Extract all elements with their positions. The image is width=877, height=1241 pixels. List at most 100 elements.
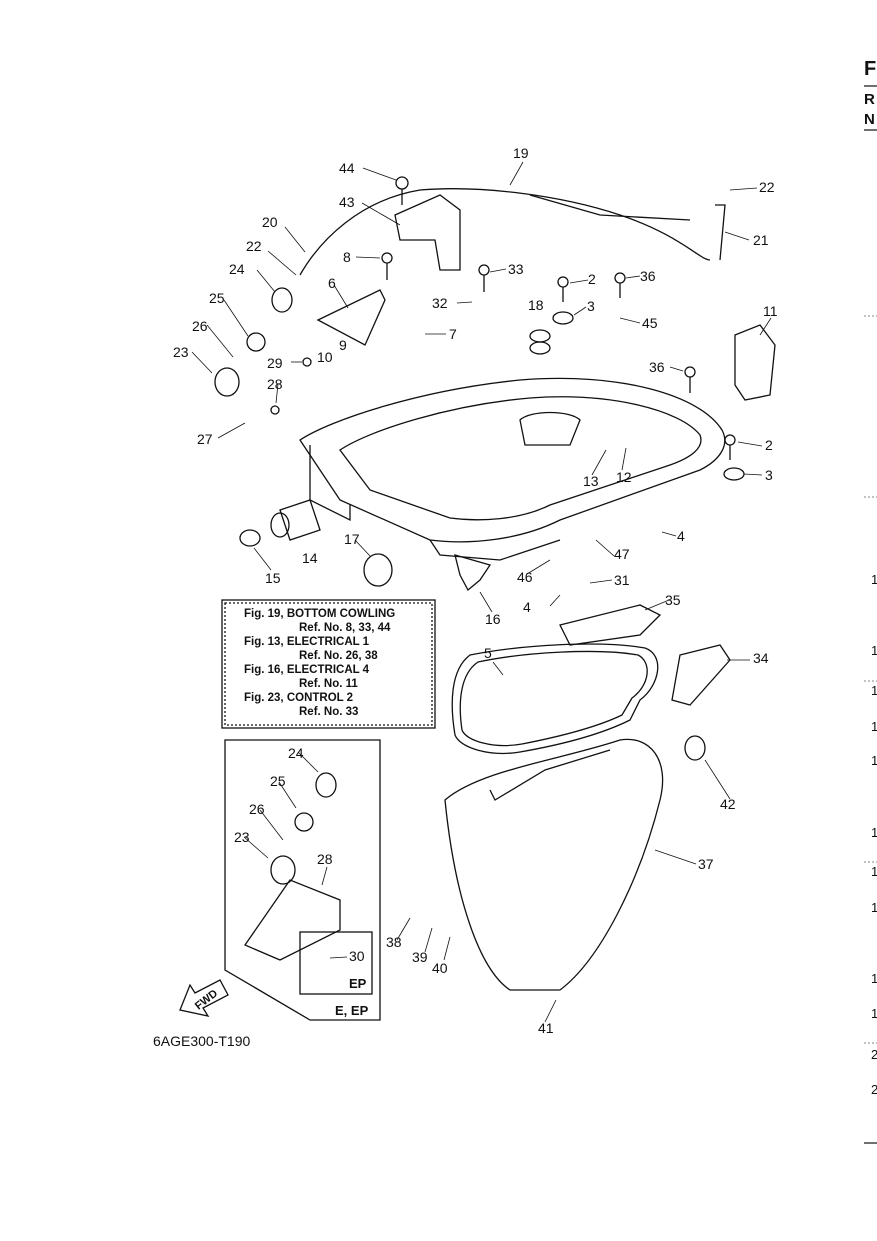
callout: 39	[412, 949, 428, 965]
ref-fig-13-nums: Ref. No. 26, 38	[299, 650, 378, 662]
callout: 10	[317, 349, 333, 365]
bracket-6	[316, 289, 386, 346]
edge-char: 2	[871, 1082, 877, 1097]
callout: 37	[698, 856, 714, 872]
callout: 28	[317, 851, 333, 867]
edge-char: 1	[871, 971, 877, 986]
hose-21	[529, 194, 691, 221]
callout: 9	[339, 337, 347, 353]
diagram-code: 6AGE300-T190	[153, 1033, 251, 1049]
callout: 46	[517, 569, 533, 585]
apron-37	[444, 738, 664, 991]
bracket-11	[734, 324, 776, 401]
callout: 24	[288, 745, 304, 761]
callout: 8	[343, 249, 351, 265]
inset-ep-label: EP	[349, 976, 367, 991]
callout: 3	[587, 298, 595, 314]
callout: 21	[753, 232, 769, 248]
callout: 33	[508, 261, 524, 277]
callout: 4	[523, 599, 531, 615]
callout: 19	[513, 145, 529, 161]
callout: 25	[209, 290, 225, 306]
callout: 5	[484, 645, 492, 661]
callout: 20	[262, 214, 278, 230]
callout: 4	[677, 528, 685, 544]
edge-char: 1	[871, 753, 877, 768]
callout: 44	[339, 160, 355, 176]
ref-fig-16-nums: Ref. No. 11	[299, 678, 358, 690]
panel-34	[671, 644, 731, 706]
callout: 31	[614, 572, 630, 588]
callout: 11	[763, 303, 778, 319]
reference-box-border	[221, 599, 436, 729]
inset-panel	[224, 739, 381, 1021]
edge-char: 1	[871, 864, 877, 879]
callout: 36	[640, 268, 656, 284]
edge-char: 1	[871, 572, 877, 587]
callout: 30	[349, 948, 365, 964]
callout: 47	[614, 546, 630, 562]
ref-fig-19: Fig. 19, BOTTOM COWLING	[244, 608, 396, 620]
callout: 42	[720, 796, 736, 812]
reference-box: Fig. 19, BOTTOM COWLING Ref. No. 8, 33, …	[222, 600, 435, 728]
callout: 25	[270, 773, 286, 789]
callout: 13	[583, 473, 599, 489]
callout: 2	[765, 437, 773, 453]
bottom-cowling-inner	[339, 396, 702, 521]
callout: 14	[302, 550, 318, 566]
cable-20	[299, 188, 711, 276]
callout: 26	[192, 318, 208, 334]
bottom-cowling-outline	[299, 377, 726, 543]
callout: 32	[432, 295, 448, 311]
callout: 40	[432, 960, 448, 976]
ref-fig-23-nums: Ref. No. 33	[299, 706, 359, 718]
callout: 16	[485, 611, 501, 627]
callout: 23	[173, 344, 189, 360]
callout: 3	[765, 467, 773, 483]
panel-35	[559, 604, 662, 646]
edge-char: 2	[871, 1047, 877, 1062]
callout: 12	[616, 469, 632, 485]
callout: 35	[665, 592, 681, 608]
bracket-43	[394, 194, 461, 271]
callout: 24	[229, 261, 245, 277]
callout: 41	[538, 1020, 554, 1036]
fwd-arrow-shape	[179, 979, 229, 1017]
edge-char: R	[864, 91, 875, 108]
tube-21	[715, 204, 726, 261]
edge-char: N	[864, 111, 875, 128]
edge-char: 1	[871, 643, 877, 658]
edge-char: 1	[871, 825, 877, 840]
callout: 36	[649, 359, 665, 375]
callout: 29	[267, 355, 283, 371]
edge-char: 1	[871, 683, 877, 698]
ref-fig-13: Fig. 13, ELECTRICAL 1	[244, 636, 370, 648]
callout: 22	[759, 179, 775, 195]
inset-variant-label: E, EP	[335, 1003, 369, 1018]
callout: 2	[588, 271, 596, 287]
edge-char: 1	[871, 719, 877, 734]
edge-char: F	[864, 58, 877, 80]
seal-5	[451, 643, 659, 755]
callout: 38	[386, 934, 402, 950]
edge-char: 1	[871, 1006, 877, 1021]
ref-fig-23: Fig. 23, CONTROL 2	[244, 692, 354, 704]
ref-fig-16: Fig. 16, ELECTRICAL 4	[244, 664, 370, 676]
callout: 18	[528, 297, 544, 313]
callout: 45	[642, 315, 658, 331]
callout: 28	[267, 376, 283, 392]
callout: 43	[339, 194, 355, 210]
callout: 22	[246, 238, 262, 254]
callout: 26	[249, 801, 265, 817]
edge-char: 1	[871, 900, 877, 915]
callout: 6	[328, 275, 336, 291]
callout: 27	[197, 431, 213, 447]
callout: 7	[449, 326, 457, 342]
callout: 15	[265, 570, 281, 586]
callout: 23	[234, 829, 250, 845]
ref-fig-19-nums: Ref. No. 8, 33, 44	[299, 622, 391, 634]
callout: 17	[344, 531, 360, 547]
